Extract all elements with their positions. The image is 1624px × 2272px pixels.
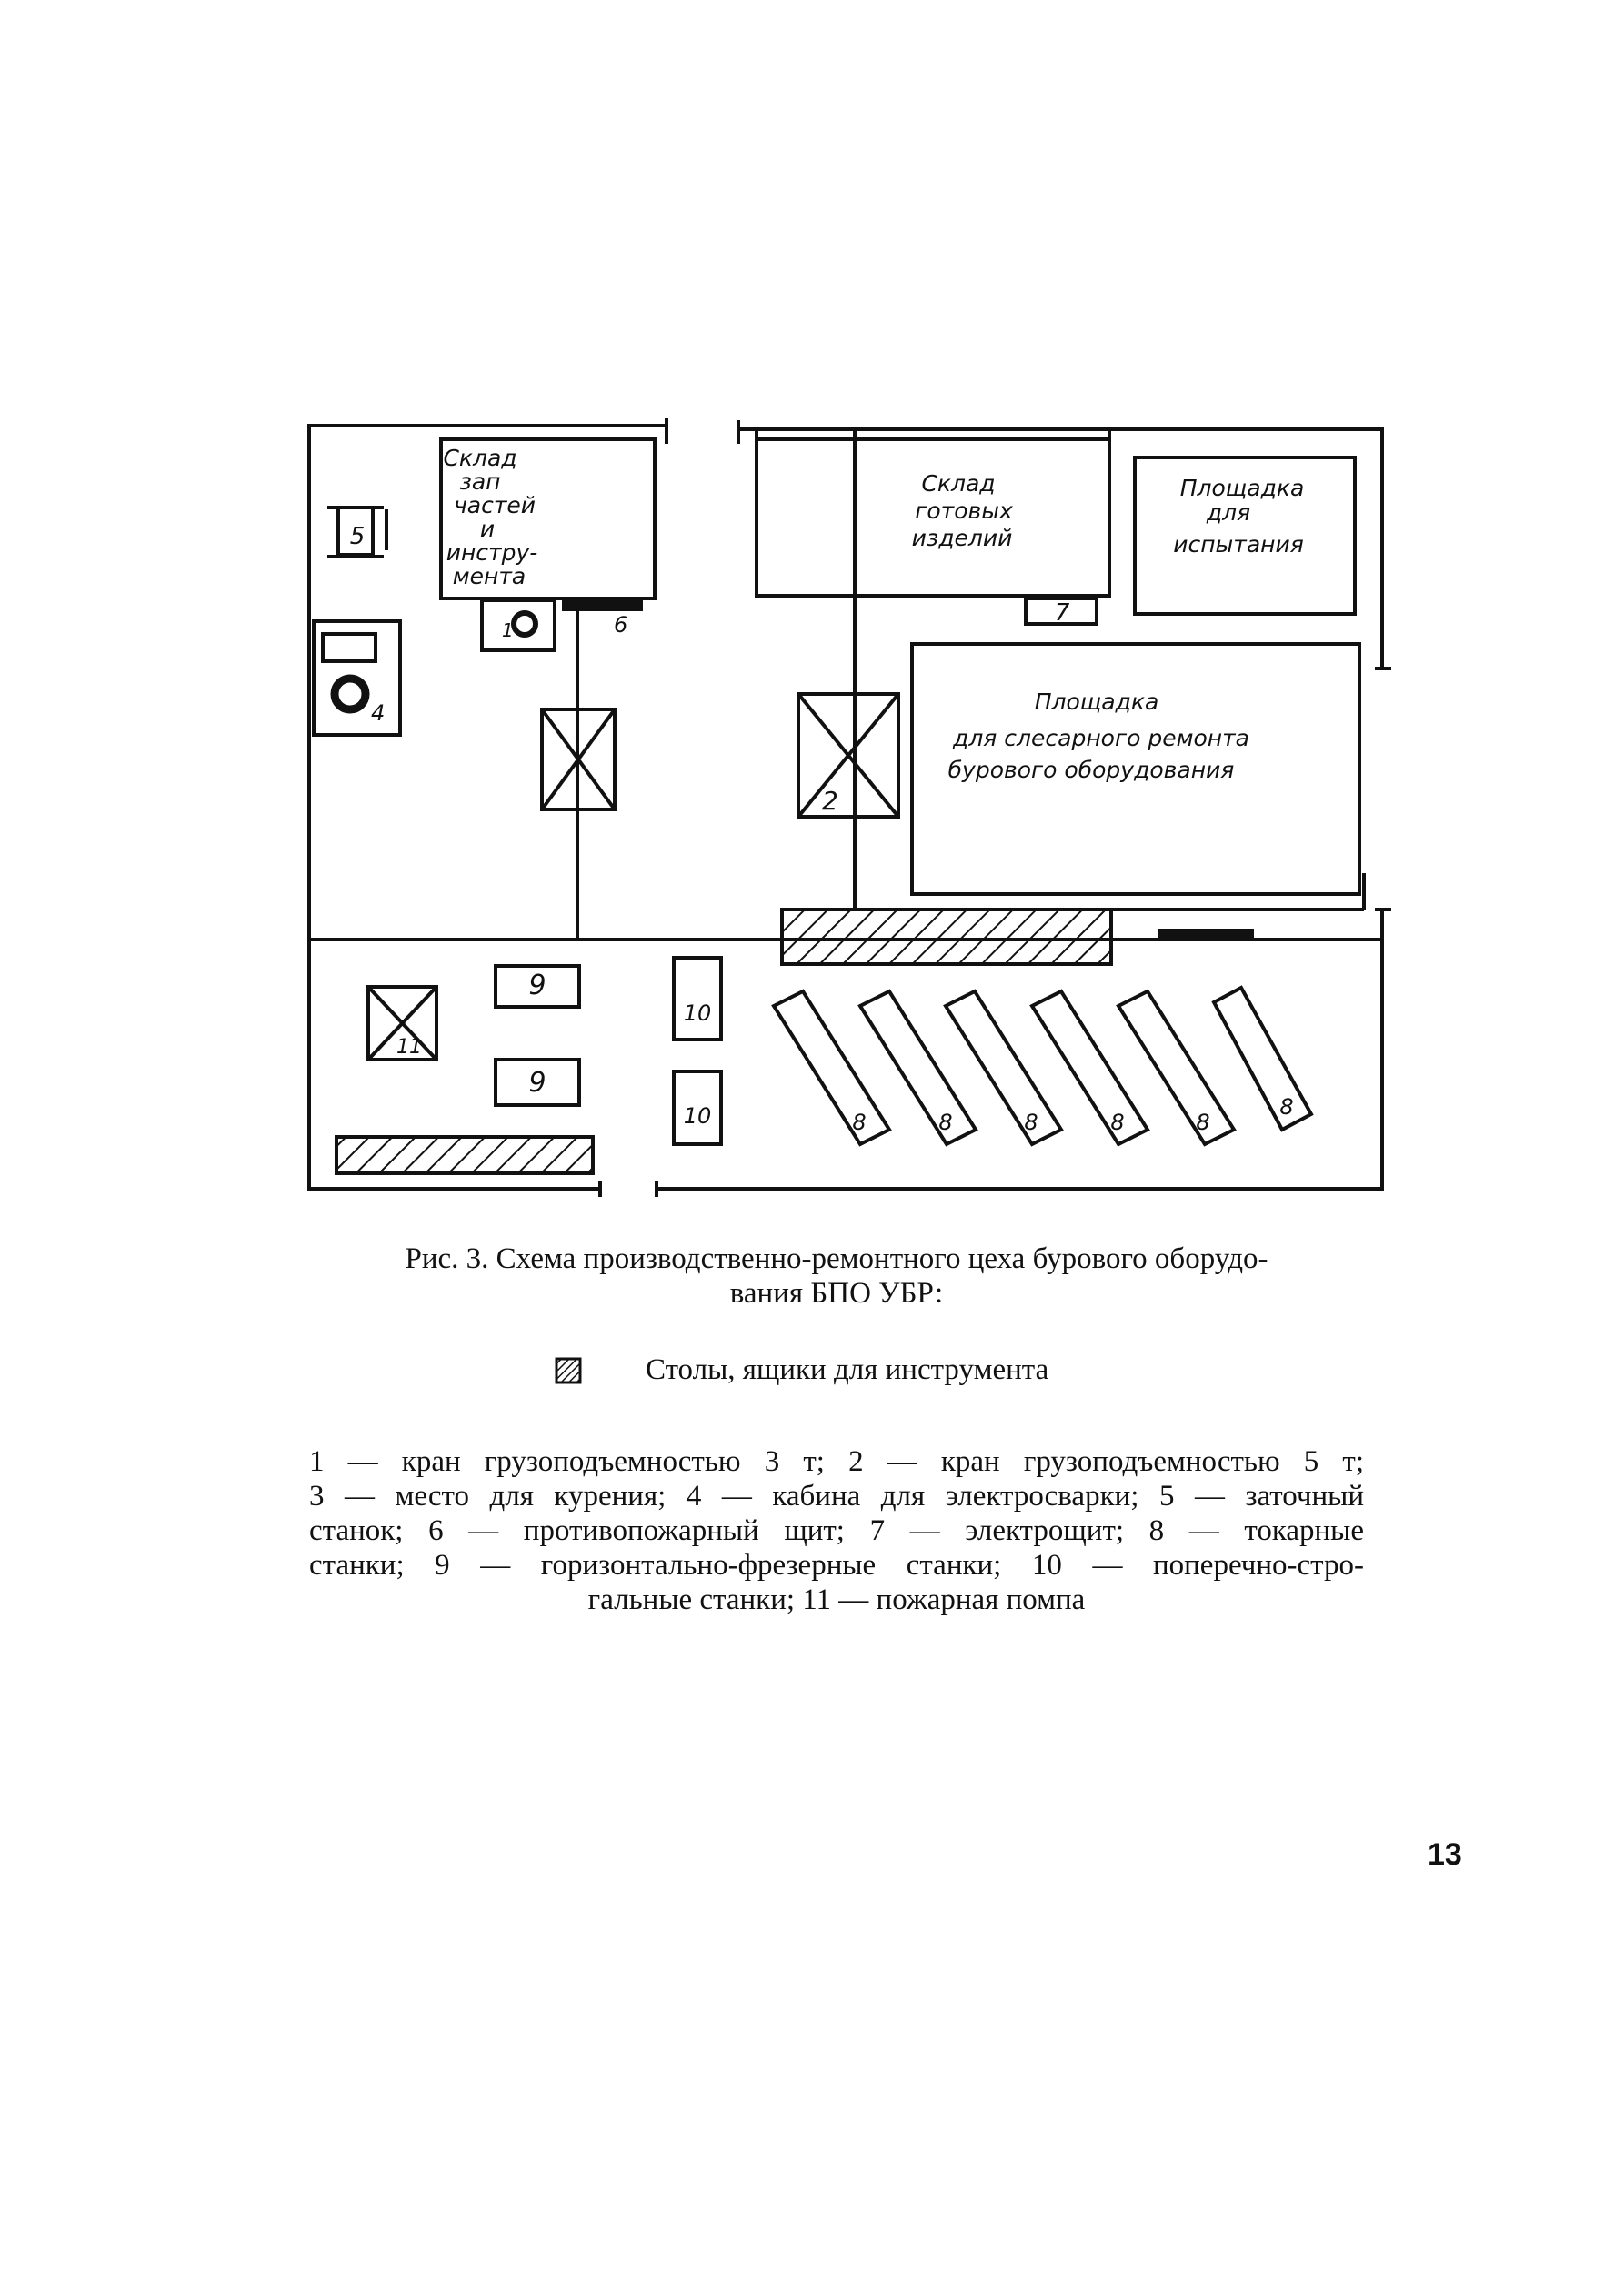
marker-8-b: 8 — [938, 1110, 952, 1135]
marker-8-d: 8 — [1110, 1110, 1124, 1135]
description-line-4: станки; 9 — горизонтально-фрезерные стан… — [309, 1549, 1364, 1582]
lathe-4 — [1029, 989, 1150, 1147]
marker-9-b: 9 — [528, 1067, 546, 1099]
fire-shield-strip — [1158, 929, 1254, 940]
hatch-swatch-icon — [555, 1357, 582, 1383]
lathe-2 — [857, 989, 978, 1147]
caption-line-2: вания БПО УБР: — [729, 1277, 944, 1310]
lathe-3 — [943, 989, 1064, 1147]
marker-7: 7 — [1055, 599, 1070, 627]
marker-8-e: 8 — [1196, 1110, 1209, 1135]
page-number: 13 — [1428, 1837, 1462, 1872]
marker-8-f: 8 — [1279, 1094, 1293, 1120]
tool-table-lower — [335, 1135, 595, 1175]
marker-2: 2 — [822, 786, 838, 816]
marker-10-b: 10 — [684, 1103, 712, 1129]
crane-2-marker — [797, 692, 900, 819]
marker-11: 11 — [396, 1036, 422, 1059]
marker-4: 4 — [371, 700, 385, 726]
crane-marker-left — [540, 708, 617, 811]
marker-6: 6 — [614, 612, 627, 638]
workshop-floor-plan: Склад зап частей и инстру- мента Склад г… — [307, 418, 1391, 1197]
marker-5: 5 — [350, 523, 366, 550]
description-line-3: станок; 6 — противопожарный щит; 7 — эле… — [309, 1514, 1364, 1547]
marker-8-a: 8 — [852, 1110, 866, 1135]
marker-1: 1 — [502, 619, 514, 641]
welding-panel — [321, 632, 377, 663]
legend-label: Столы, ящики для инструмента — [646, 1353, 1049, 1386]
lathe-1 — [771, 989, 892, 1147]
planing-machine-2 — [672, 1070, 723, 1146]
marker-9-a: 9 — [528, 970, 546, 1001]
outer-walls — [307, 418, 1391, 1197]
milling-machine-1 — [494, 964, 581, 1009]
tool-table-upper — [780, 908, 1113, 966]
repair-area — [910, 642, 1361, 896]
lathe-6 — [1211, 985, 1314, 1132]
lathe-5 — [1116, 989, 1237, 1147]
caption-line-1: Рис. 3. Схема производственно-ремонтного… — [405, 1242, 1268, 1275]
crane-1-icon — [511, 610, 538, 638]
repair-area-label: Площадка для слесарного ремонта бурового… — [948, 689, 1257, 783]
legend-description: 1 — кран грузоподъемностью 3 т; 2 — кран… — [309, 1444, 1364, 1617]
finished-goods-store-label: Склад готовых изделий — [912, 470, 1020, 551]
description-line-5: гальные станки; 11 — пожарная помпа — [587, 1583, 1086, 1616]
crane-1-box — [480, 598, 556, 652]
description-line-1: 1 — кран грузоподъемностью 3 т; 2 — кран… — [309, 1445, 1364, 1478]
electrical-panel — [1024, 597, 1098, 626]
welding-unit-icon — [330, 674, 370, 714]
planing-machine-1 — [672, 956, 723, 1041]
description-line-2: 3 — место для курения; 4 — кабина для эл… — [309, 1480, 1364, 1513]
spare-parts-store-label: Склад зап частей и инстру- мента — [443, 445, 545, 589]
test-area-label: Площадка для испытания — [1173, 475, 1311, 558]
legend: Столы, ящики для инструмента — [555, 1353, 1048, 1387]
milling-machine-2 — [494, 1058, 581, 1107]
fire-shield — [562, 598, 643, 611]
finished-goods-store — [755, 437, 1111, 598]
test-area — [1133, 456, 1357, 616]
marker-8-c: 8 — [1024, 1110, 1038, 1135]
figure-caption: Рис. 3. Схема производственно-ремонтного… — [300, 1242, 1373, 1311]
welding-booth — [312, 619, 402, 737]
marker-10-a: 10 — [684, 1000, 712, 1026]
fire-pump-marker — [366, 985, 438, 1061]
